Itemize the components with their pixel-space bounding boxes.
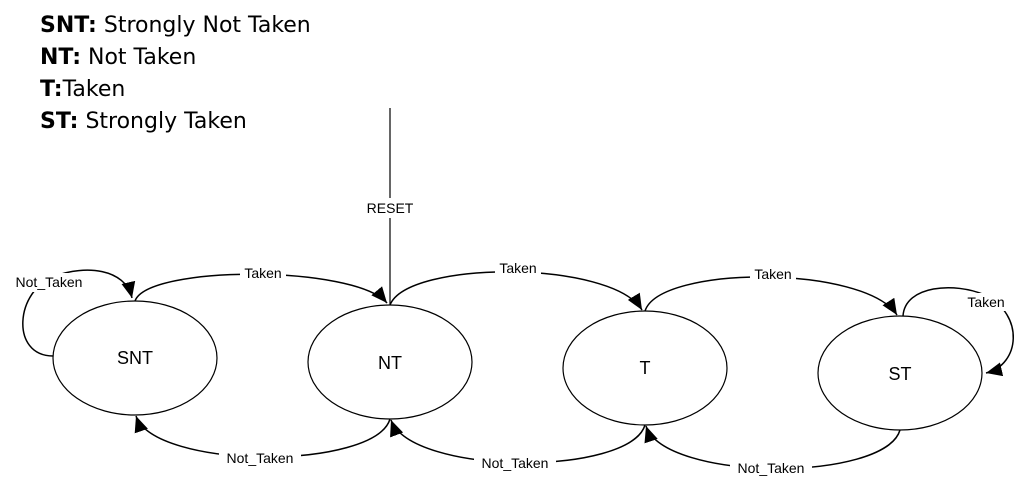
legend-item-snt: SNT: Strongly Not Taken bbox=[40, 10, 311, 42]
edge-nt-to-snt-label-bg bbox=[219, 449, 301, 468]
state-nt: NT bbox=[307, 304, 473, 420]
edge-reset-label: RESET bbox=[367, 200, 414, 216]
legend-text: Not Taken bbox=[81, 45, 197, 70]
edge-snt-self: Not_Taken bbox=[8, 269, 136, 357]
edge-snt-self-label-bg bbox=[8, 273, 90, 292]
legend-item-t: T:Taken bbox=[40, 74, 311, 106]
legend: SNT: Strongly Not Taken NT: Not Taken T:… bbox=[40, 10, 311, 138]
edge-st-to-t: Not_Taken bbox=[644, 425, 901, 478]
legend-item-nt: NT: Not Taken bbox=[40, 42, 311, 74]
edge-st-to-t-label-bg bbox=[730, 459, 812, 478]
legend-text: Strongly Taken bbox=[78, 109, 247, 134]
legend-text: Taken bbox=[62, 77, 126, 102]
edge-t-to-nt: Not_Taken bbox=[390, 419, 646, 473]
edge-snt-self-label: Not_Taken bbox=[16, 274, 83, 290]
edge-snt-to-nt-label: Taken bbox=[244, 265, 281, 281]
edge-t-to-nt-label-bg bbox=[474, 454, 556, 473]
legend-abbr: SNT: bbox=[40, 13, 97, 38]
edge-nt-to-t: Taken bbox=[389, 259, 643, 311]
state-snt: SNT bbox=[52, 300, 218, 416]
edge-nt-to-snt-label: Not_Taken bbox=[227, 450, 294, 466]
state-nt-label: NT bbox=[378, 353, 402, 373]
edge-nt-to-t-label: Taken bbox=[499, 260, 536, 276]
legend-text: Strongly Not Taken bbox=[96, 13, 311, 38]
edge-reset-label-bg bbox=[364, 198, 416, 218]
legend-item-st: ST: Strongly Taken bbox=[40, 106, 311, 138]
legend-abbr: NT: bbox=[40, 45, 82, 70]
edge-snt-to-nt: Taken bbox=[134, 264, 388, 304]
legend-abbr: ST: bbox=[40, 109, 79, 134]
edge-reset: RESET bbox=[364, 108, 416, 305]
state-st-label: ST bbox=[888, 364, 911, 384]
edge-st-self: Taken bbox=[902, 286, 1014, 377]
edge-st-to-t-label: Not_Taken bbox=[738, 460, 805, 476]
legend-abbr: T: bbox=[40, 77, 63, 102]
state-t-label: T bbox=[640, 358, 651, 378]
edge-t-to-st: Taken bbox=[644, 265, 898, 316]
edge-nt-to-t-label-bg bbox=[495, 259, 541, 277]
state-t: T bbox=[562, 310, 728, 426]
edge-t-to-st-label: Taken bbox=[754, 266, 791, 282]
edge-t-to-st-label-bg bbox=[750, 265, 796, 283]
edge-nt-to-snt: Not_Taken bbox=[134, 415, 391, 468]
state-st: ST bbox=[817, 315, 983, 431]
edge-snt-to-nt-label-bg bbox=[240, 264, 286, 282]
edge-st-self-label-bg bbox=[963, 293, 1009, 311]
edge-st-self-label: Taken bbox=[967, 294, 1004, 310]
edge-t-to-nt-label: Not_Taken bbox=[482, 455, 549, 471]
state-snt-label: SNT bbox=[117, 348, 153, 368]
edge-nt-to-t-path bbox=[389, 271, 643, 311]
